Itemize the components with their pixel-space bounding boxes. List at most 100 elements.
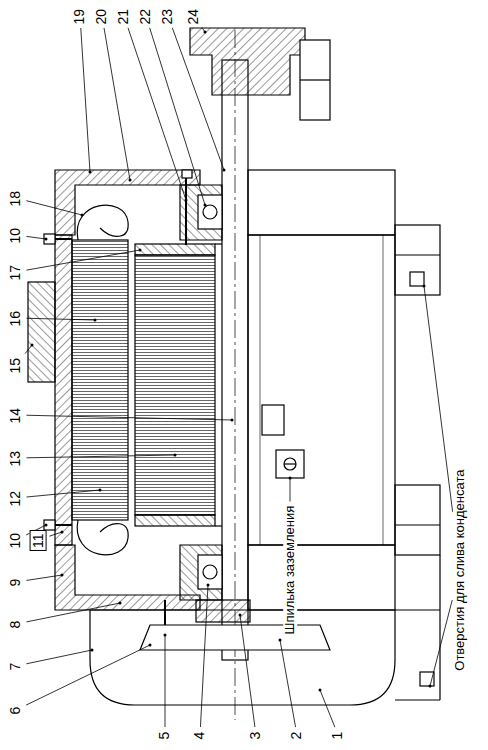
callout-number: 10 — [8, 531, 23, 549]
leader-line — [26, 318, 95, 320]
leader-dot — [239, 614, 242, 617]
cap-bolt — [164, 600, 166, 640]
leader-dot — [61, 574, 64, 577]
leader-dot — [91, 649, 94, 652]
leader-line — [290, 478, 291, 502]
foot — [395, 485, 440, 555]
foot — [395, 225, 440, 295]
leader-line — [49, 532, 62, 536]
leader-dot — [149, 644, 152, 647]
leader-line — [430, 600, 452, 686]
callout-number: 17 — [8, 263, 23, 281]
leader-dot — [429, 685, 432, 688]
callout-number: 13 — [8, 449, 23, 467]
rear-shield — [55, 545, 200, 610]
nameplate — [262, 405, 284, 435]
callout-number: 3 — [248, 730, 263, 740]
bolt — [44, 234, 55, 244]
leader-dot — [223, 169, 226, 172]
leader-line — [26, 455, 175, 458]
leader-dot — [204, 31, 207, 34]
shaft-end — [300, 40, 330, 120]
fan-cover — [90, 610, 395, 705]
leader-line — [104, 28, 130, 180]
drain-hole — [410, 272, 424, 286]
leader-dot — [289, 477, 292, 480]
leader-dot — [319, 689, 322, 692]
callout-number: 11 — [29, 530, 46, 551]
leader-dot — [279, 639, 282, 642]
callout-number: 7 — [8, 661, 23, 671]
leader-dot — [164, 634, 167, 637]
callout-number: 4 — [192, 730, 207, 740]
leader-line — [165, 635, 166, 727]
leader-line — [26, 603, 120, 622]
rear-bearing — [198, 555, 222, 589]
callout-number: 20 — [94, 7, 109, 25]
leader-dot — [204, 204, 207, 207]
callout-number: 10 — [8, 226, 23, 244]
front-bearing — [198, 195, 222, 229]
short-ring — [135, 515, 215, 526]
leader-dot — [61, 531, 64, 534]
bearing-cap — [196, 600, 250, 622]
leader-line — [26, 250, 140, 270]
leader-dot — [89, 171, 92, 174]
callout-number: 5 — [157, 730, 172, 740]
frame-wall — [55, 235, 72, 545]
front-shield-view — [248, 170, 395, 235]
winding-end — [77, 520, 128, 555]
callout-number: 24 — [186, 7, 201, 25]
leader-line — [26, 415, 232, 420]
leader-dot — [185, 199, 188, 202]
leader-dot — [423, 285, 426, 288]
short-ring — [135, 244, 215, 255]
leader-line — [81, 28, 90, 172]
terminal-box — [28, 282, 55, 382]
leader-line — [26, 575, 62, 580]
callout-number: 16 — [8, 309, 23, 327]
callout-number: 1 — [330, 730, 345, 740]
leader-line — [150, 28, 205, 205]
callout-number: 18 — [8, 189, 23, 207]
front-shield — [55, 170, 200, 235]
callout-number: 19 — [72, 7, 87, 25]
callout-number: 9 — [8, 577, 23, 587]
leader-line — [26, 650, 92, 664]
leader-dot — [231, 419, 234, 422]
leader-dot — [31, 344, 34, 347]
leader-dot — [94, 319, 97, 322]
flange — [190, 28, 305, 95]
note-text: Шпилька заземления — [283, 505, 297, 636]
leader-line — [172, 28, 224, 170]
ground-plate — [276, 450, 304, 478]
callout-number: 8 — [8, 619, 23, 629]
leader-line — [25, 345, 32, 354]
leader-dot — [129, 179, 132, 182]
leader-dot — [119, 602, 122, 605]
leader-line — [280, 640, 296, 727]
fan — [140, 625, 330, 650]
stator-core — [72, 240, 128, 520]
leader-line — [26, 201, 82, 215]
callout-number: 12 — [8, 489, 23, 507]
callout-number: 6 — [8, 705, 23, 715]
leader-line — [200, 585, 208, 727]
callout-number: 23 — [160, 7, 175, 25]
leader-dot — [139, 249, 142, 252]
leader-line — [320, 690, 335, 727]
rear-bearing-housing — [180, 545, 222, 600]
rear-shield-view — [248, 545, 395, 610]
shield-bolt — [185, 178, 187, 245]
leader-line — [240, 615, 255, 727]
callout-number: 2 — [289, 730, 304, 740]
leader-line — [26, 645, 150, 705]
leader-dot — [99, 489, 102, 492]
leader-dot — [207, 584, 210, 587]
note-text: Отверстия для слива конденсата — [453, 469, 467, 672]
callout-number: 22 — [138, 7, 153, 25]
leader-line — [26, 236, 46, 239]
callout-number: 15 — [8, 356, 23, 374]
